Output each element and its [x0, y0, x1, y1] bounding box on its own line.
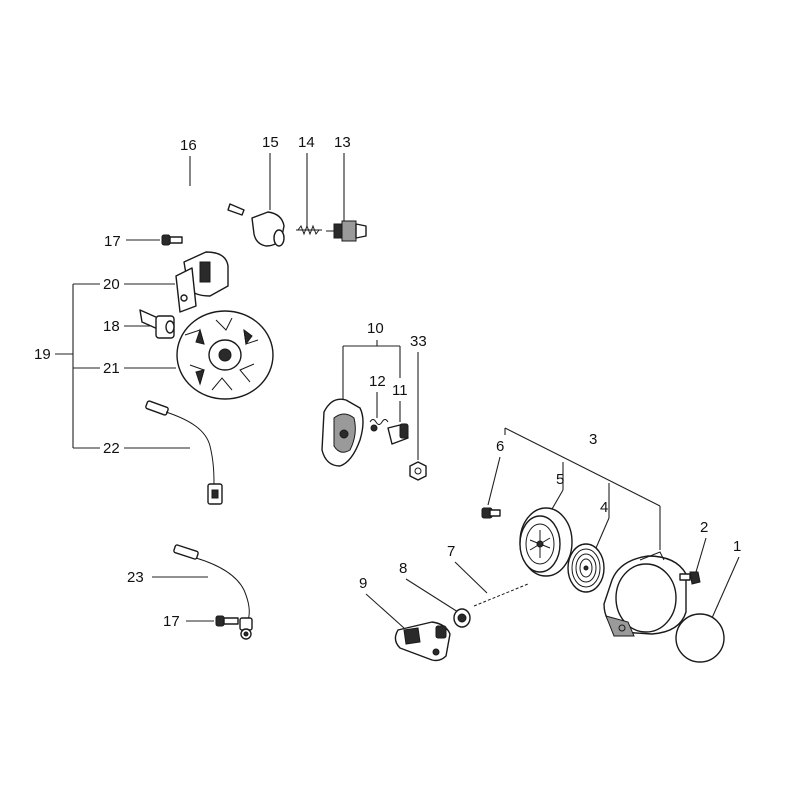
part-4-recoil-spring	[567, 543, 605, 593]
part-14-spring	[296, 224, 322, 236]
part-1-seal-ring	[675, 613, 725, 663]
part-8-bushing	[453, 608, 471, 628]
part-33-nut	[409, 461, 427, 481]
callout-21: 21	[103, 360, 120, 377]
callout-22: 22	[103, 440, 120, 457]
callout-15: 15	[262, 134, 279, 151]
part-18-nut	[139, 309, 175, 339]
callout-3: 3	[589, 431, 597, 448]
part-10-pawl-plate	[321, 398, 364, 467]
callout-17-upper: 17	[104, 233, 121, 250]
part-20-ignition-coil	[175, 251, 229, 313]
callout-1: 1	[733, 538, 741, 555]
leader-lines	[55, 153, 740, 629]
callout-5: 5	[556, 471, 564, 488]
callout-10: 10	[367, 320, 384, 337]
callout-18: 18	[103, 318, 120, 335]
callout-labels: 16 15 14 13 17 20 18 19 21 22 23 17 10 3…	[34, 134, 741, 630]
part-17-screw-lower	[215, 615, 239, 627]
callout-14: 14	[298, 134, 315, 151]
callout-8: 8	[399, 560, 407, 577]
part-9-starter-handle	[394, 621, 451, 662]
callout-4: 4	[600, 499, 608, 516]
part-12-spring	[369, 419, 389, 432]
part-15-plug-cap	[251, 211, 285, 247]
callout-2: 2	[700, 519, 708, 536]
callout-13: 13	[334, 134, 351, 151]
part-13-spark-plug	[326, 220, 367, 242]
callout-17-lower: 17	[163, 613, 180, 630]
callout-6: 6	[496, 438, 504, 455]
part-6-bolt	[481, 507, 501, 519]
part-7-starter-rope	[473, 583, 529, 607]
callout-7: 7	[447, 543, 455, 560]
part-3-starter-housing	[603, 551, 687, 637]
part-21-flywheel	[176, 310, 274, 400]
callout-20: 20	[103, 276, 120, 293]
part-16-ht-lead	[187, 189, 245, 253]
callout-33: 33	[410, 333, 427, 350]
callout-11: 11	[392, 382, 408, 399]
callout-12: 12	[369, 373, 386, 390]
callout-16: 16	[180, 137, 197, 154]
part-23-lead-wire	[173, 544, 253, 640]
part-17-screw-upper	[161, 234, 183, 246]
part-2-screw	[679, 571, 701, 585]
part-11-pawl	[387, 423, 409, 445]
part-22-wire	[145, 400, 223, 505]
callout-23: 23	[127, 569, 144, 586]
callout-19: 19	[34, 346, 51, 363]
callout-9: 9	[359, 575, 367, 592]
part-5-reel-pulley	[519, 507, 573, 577]
